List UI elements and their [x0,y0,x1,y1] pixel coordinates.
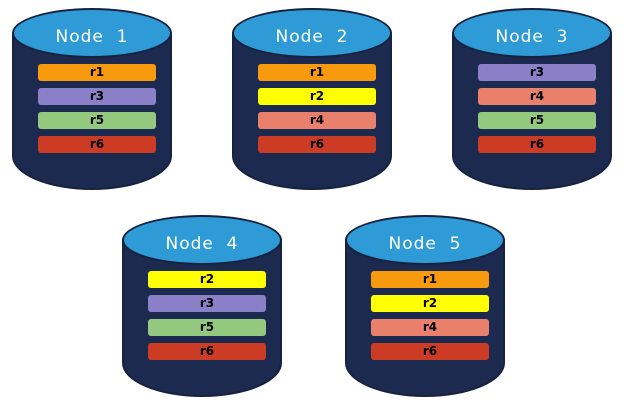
replica-bar[interactable]: r2 [258,88,376,105]
cylinder-body [122,239,282,397]
cylinder-top-disk [232,8,392,58]
replica-list: r1 r3 r5 r6 [38,64,156,153]
cylinder-body [232,32,392,190]
replica-bar[interactable]: r3 [478,64,596,81]
replica-bar[interactable]: r6 [148,343,266,360]
cylinder-top-disk [12,8,172,58]
node-label: Node 3 [495,27,569,47]
database-node-cylinder[interactable]: Node 5 r1 r2 r4 r6 [345,215,505,397]
replica-bar[interactable]: r6 [38,136,156,153]
replica-list: r3 r4 r5 r6 [478,64,596,153]
cylinder-top-disk [122,215,282,265]
replica-bar[interactable]: r1 [371,271,489,288]
replica-bar[interactable]: r4 [258,112,376,129]
replica-list: r1 r2 r4 r6 [371,271,489,360]
cylinder-top-disk [345,215,505,265]
replica-bar[interactable]: r6 [258,136,376,153]
replica-bar[interactable]: r3 [38,88,156,105]
cylinder-top-disk [452,8,612,58]
replica-bar[interactable]: r2 [148,271,266,288]
replica-bar[interactable]: r1 [38,64,156,81]
node-label: Node 2 [275,27,349,47]
node-label: Node 5 [388,234,462,254]
replica-bar[interactable]: r4 [478,88,596,105]
database-node-cylinder[interactable]: Node 3 r3 r4 r5 r6 [452,8,612,190]
replica-bar[interactable]: r5 [478,112,596,129]
replica-bar[interactable]: r5 [148,319,266,336]
node-label: Node 1 [55,27,129,47]
replica-bar[interactable]: r5 [38,112,156,129]
replica-bar[interactable]: r4 [371,319,489,336]
replica-bar[interactable]: r6 [478,136,596,153]
replica-bar[interactable]: r6 [371,343,489,360]
database-node-cylinder[interactable]: Node 2 r1 r2 r4 r6 [232,8,392,190]
replica-bar[interactable]: r3 [148,295,266,312]
replica-list: r2 r3 r5 r6 [148,271,266,360]
node-label: Node 4 [165,234,239,254]
database-node-cylinder[interactable]: Node 1 r1 r3 r5 r6 [12,8,172,190]
replica-bar[interactable]: r2 [371,295,489,312]
cylinder-body [452,32,612,190]
replica-list: r1 r2 r4 r6 [258,64,376,153]
replica-bar[interactable]: r1 [258,64,376,81]
database-node-cylinder[interactable]: Node 4 r2 r3 r5 r6 [122,215,282,397]
